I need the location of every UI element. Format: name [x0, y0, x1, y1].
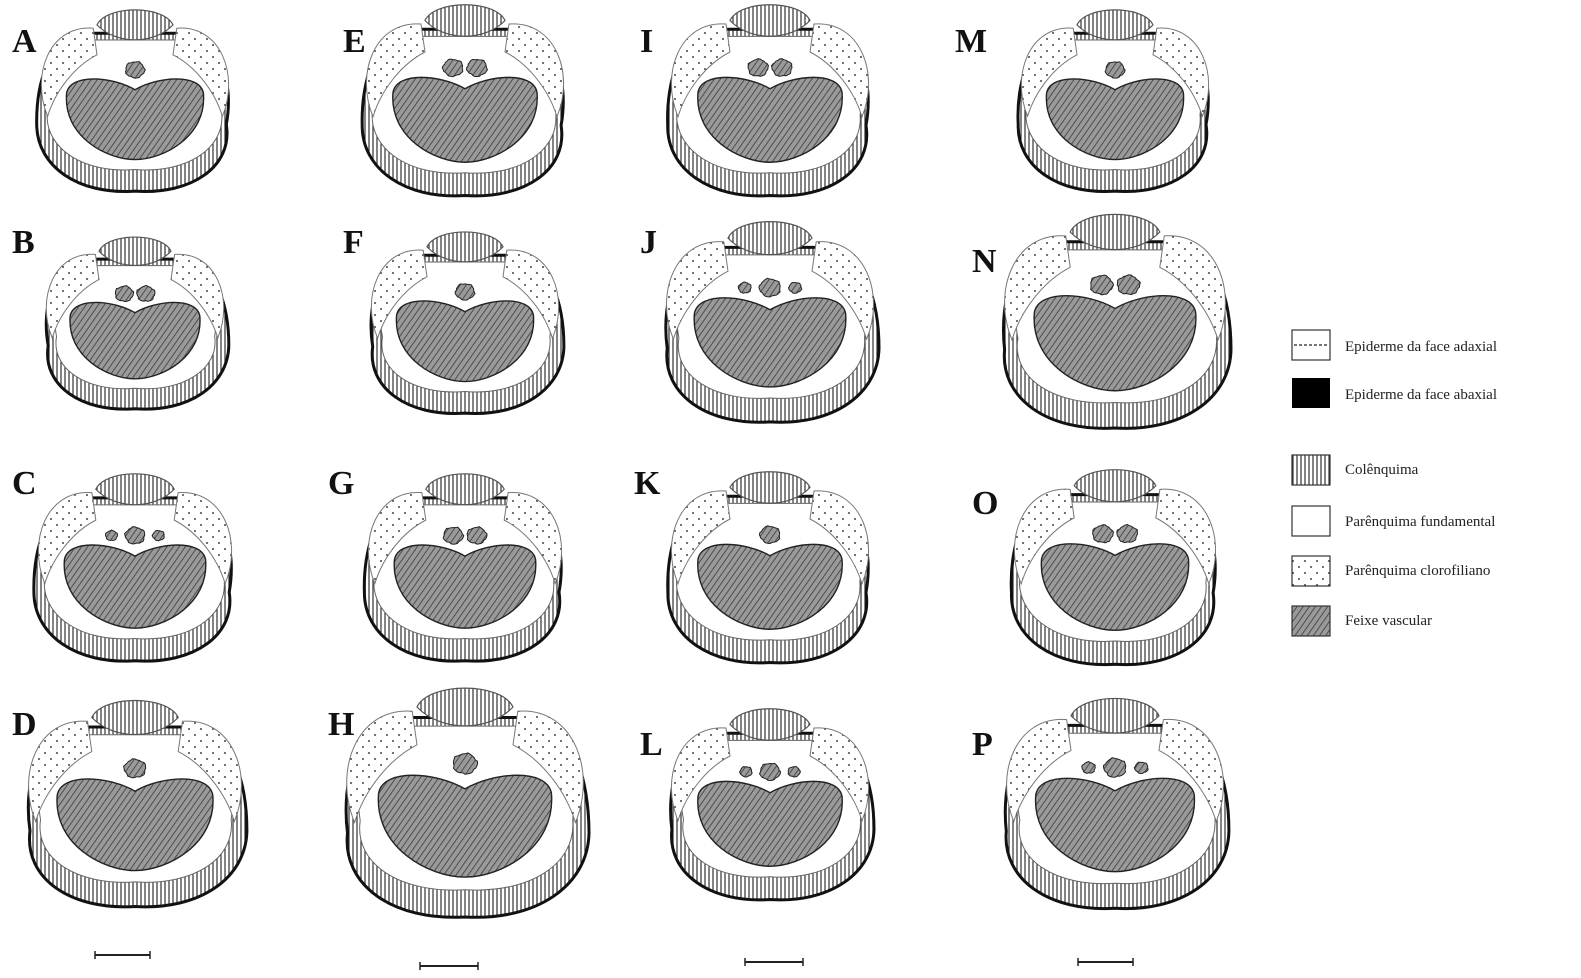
- panel-label: H: [328, 706, 354, 743]
- legend-item-epiderme-abaxial: Epiderme da face abaxial: [1292, 378, 1497, 408]
- panel-label: P: [972, 726, 993, 763]
- cross-section-c: C: [12, 465, 232, 661]
- cross-section-j: J: [640, 222, 879, 423]
- legend-swatch-clorofiliano: [1292, 556, 1330, 586]
- legend-swatch-colenquima: [1292, 455, 1330, 485]
- legend-item-feixe-vascular: Feixe vascular: [1292, 606, 1432, 636]
- legend-item-epiderme-adaxial: Epiderme da face adaxial: [1292, 330, 1497, 360]
- panel-label: K: [634, 465, 661, 502]
- cross-section-o: O: [972, 470, 1216, 665]
- panel-label: C: [12, 465, 37, 502]
- legend-label: Epiderme da face adaxial: [1345, 339, 1497, 355]
- panel-label: I: [640, 23, 653, 60]
- legend-label: Parênquima fundamental: [1345, 514, 1495, 530]
- cross-section-b: B: [12, 224, 229, 409]
- cross-section-f: F: [343, 224, 564, 413]
- cross-section-g: G: [328, 465, 562, 661]
- cross-section-e: E: [343, 5, 564, 196]
- panel-label: J: [640, 224, 657, 261]
- legend-label: Parênquima clorofiliano: [1345, 563, 1490, 579]
- panel-label: O: [972, 485, 998, 522]
- panel-label: G: [328, 465, 354, 502]
- scale-bars: [95, 951, 1133, 970]
- panel-label: A: [12, 23, 37, 60]
- legend-label: Colênquima: [1345, 462, 1419, 478]
- panel-label: F: [343, 224, 364, 261]
- legend-swatch-feixe: [1292, 606, 1330, 636]
- cross-section-p: P: [972, 698, 1229, 908]
- cross-section-h: H: [328, 688, 589, 917]
- cross-section-i: I: [640, 5, 869, 196]
- cross-section-n: N: [972, 214, 1231, 428]
- panel-label: L: [640, 726, 663, 763]
- cross-section-l: L: [640, 709, 874, 900]
- panel-label: N: [972, 243, 997, 280]
- cross-section-m: M: [955, 10, 1209, 192]
- legend: Epiderme da face adaxial Epiderme da fac…: [1292, 330, 1497, 636]
- legend-swatch-abaxial: [1292, 378, 1330, 408]
- legend-item-colenquima: Colênquima: [1292, 455, 1419, 485]
- legend-swatch-fundamental: [1292, 506, 1330, 536]
- cross-sections: A B C D E F G H I J K L M N O P: [12, 5, 1231, 918]
- cross-section-a: A: [12, 10, 229, 192]
- legend-item-parenquima-fundamental: Parênquima fundamental: [1292, 506, 1495, 536]
- legend-item-parenquima-clorofiliano: Parênquima clorofiliano: [1292, 556, 1490, 586]
- cross-section-k: K: [634, 465, 869, 663]
- panel-label: M: [955, 23, 987, 60]
- accessory-vascular-bundle: [740, 767, 753, 777]
- panel-label: B: [12, 224, 35, 261]
- panel-label: E: [343, 23, 366, 60]
- panel-label: D: [12, 706, 37, 743]
- legend-label: Feixe vascular: [1345, 613, 1432, 629]
- cross-section-d: D: [12, 700, 247, 906]
- legend-label: Epiderme da face abaxial: [1345, 387, 1497, 403]
